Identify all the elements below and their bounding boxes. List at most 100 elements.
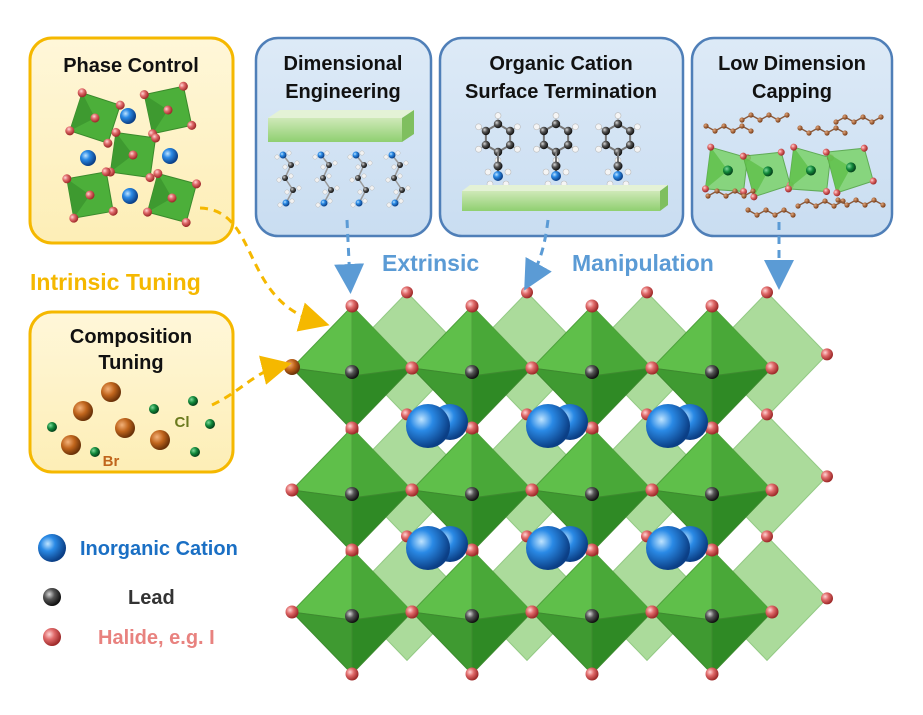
halide-atom (707, 143, 715, 151)
legend: Inorganic Cation Lead Halide, e.g. I (38, 534, 238, 649)
halide-atom (790, 143, 798, 151)
lead-atom (345, 365, 359, 379)
intrinsic-tuning-label: Intrinsic Tuning (30, 269, 201, 295)
octahedron (143, 169, 201, 227)
capping-chain (833, 114, 884, 125)
halide-atom (108, 206, 118, 216)
halide-atom (128, 150, 138, 160)
carbon-atom (721, 123, 727, 129)
halide-atom (153, 169, 163, 179)
cation-atom (162, 148, 178, 164)
carbon-atom (481, 126, 491, 136)
carbon-atom (822, 198, 828, 204)
halide-atom (465, 421, 479, 435)
carbon-atom (862, 202, 868, 208)
halide-atom (822, 148, 830, 156)
lead-atom (585, 365, 599, 379)
halide-atom (761, 408, 773, 421)
lead-atom (762, 166, 773, 177)
halide-atom (163, 105, 173, 115)
octahedron (784, 143, 834, 196)
carbon-atom (844, 202, 850, 208)
organic-cation-title-line1: Organic Cation (489, 53, 632, 75)
halide-atom (405, 483, 419, 497)
halide-atom (111, 127, 121, 137)
perovskite-lattice (284, 286, 833, 681)
carbon-atom (824, 130, 830, 136)
halide-atom (405, 361, 419, 375)
carbon-atom (790, 212, 796, 218)
carbon-atom (842, 114, 848, 120)
low-dimension-panel: Low Dimension Capping (690, 36, 894, 238)
lead-atom (705, 609, 719, 623)
halide-atom (151, 133, 161, 143)
halide-atom (465, 299, 479, 313)
organic-cation-panel: Organic Cation Surface Termination (438, 36, 685, 238)
halide-atom (103, 138, 113, 148)
composition-atoms (47, 382, 215, 457)
carbon-atom (878, 114, 884, 120)
low-dimension-title-line1: Low Dimension (718, 53, 866, 75)
carbon-atom (355, 175, 361, 181)
carbon-atom (601, 140, 611, 150)
halide-atom (761, 286, 773, 299)
spacer-molecule (347, 150, 375, 208)
halide-atom (143, 207, 153, 217)
halide-atom (521, 286, 533, 299)
carbon-atom (563, 140, 573, 150)
carbon-atom (397, 162, 403, 168)
halide-atom (585, 421, 599, 435)
octahedron (65, 88, 125, 148)
halide-atom (525, 483, 539, 497)
spacer-molecule (312, 150, 340, 208)
carbon-atom (539, 126, 549, 136)
carbon-atom (775, 117, 781, 123)
capping-chain (739, 112, 790, 123)
dimensional-title-line1: Dimensional (284, 53, 403, 75)
carbon-atom (391, 175, 397, 181)
carbon-atom (539, 140, 549, 150)
carbon-atom (748, 128, 754, 134)
carbon-atom (326, 162, 332, 168)
carbon-atom (730, 128, 736, 134)
halide-atom (765, 483, 779, 497)
carbon-atom (601, 126, 611, 136)
lead-atom (465, 365, 479, 379)
halide-atom (77, 88, 87, 98)
carbon-atom (563, 126, 573, 136)
carbon-atom (853, 197, 859, 203)
cation-atom (80, 150, 96, 166)
halide-atom (740, 188, 748, 196)
capping-chain (795, 198, 846, 209)
lead-atom (465, 609, 479, 623)
carbon-atom (851, 119, 857, 125)
carbon-atom (835, 197, 841, 203)
nitrogen-atom (317, 151, 325, 159)
octahedron (525, 286, 713, 437)
halide-atom (645, 361, 659, 375)
octahedron (62, 167, 118, 223)
composition-title-line1: Composition (70, 326, 192, 348)
carbon-atom (831, 203, 837, 209)
halide-atom (641, 286, 653, 299)
carbon-atom (625, 126, 635, 136)
halide-atom (285, 605, 299, 619)
spacer-molecule (274, 150, 302, 208)
carbon-atom (815, 125, 821, 131)
carbon-atom (282, 175, 288, 181)
halide-atom (833, 189, 841, 197)
intrinsic-arrows (199, 206, 330, 407)
carbon-atom (745, 207, 751, 213)
nitrogen-atom (282, 199, 290, 207)
halide-atom (784, 185, 792, 193)
carbon-atom (757, 117, 763, 123)
carbon-atom (505, 126, 515, 136)
octahedron (645, 286, 833, 437)
carbon-atom (860, 114, 866, 120)
capping-chain (835, 197, 886, 208)
carbon-atom (813, 203, 819, 209)
carbon-atom (290, 187, 296, 193)
composition-tuning-panel: Composition Tuning Cl Br (28, 310, 235, 474)
halide-atom (465, 543, 479, 557)
